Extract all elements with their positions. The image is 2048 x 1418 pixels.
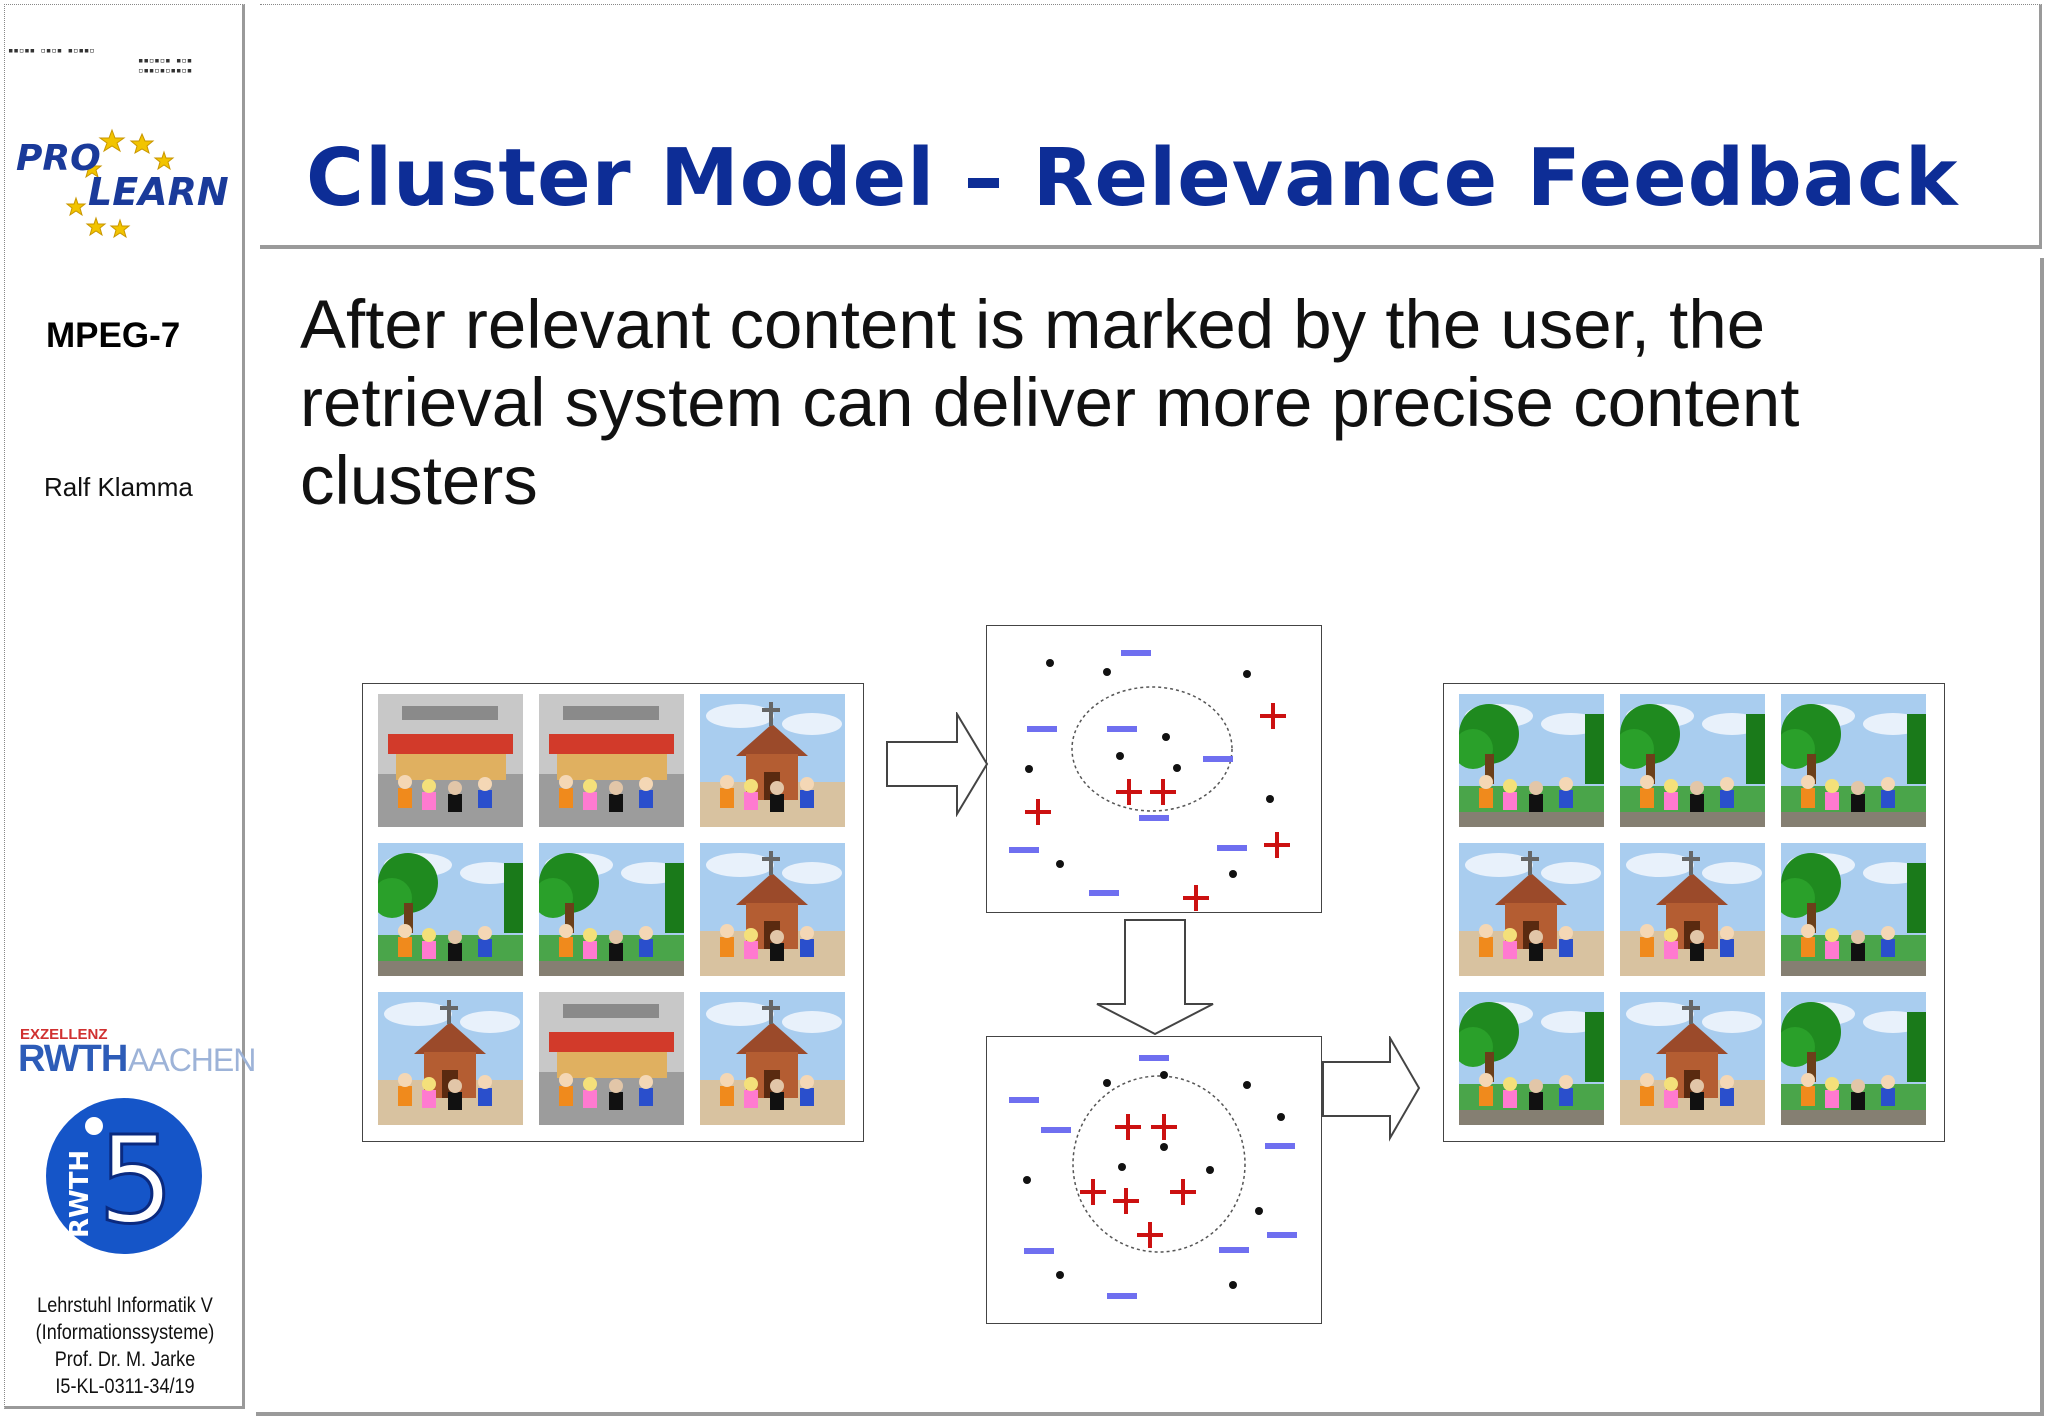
rwth-exzellenz-label: EXZELLENZ <box>20 1026 108 1043</box>
slide-body-text: After relevant content is marked by the … <box>300 286 1800 519</box>
image-thumbnail-market <box>378 694 523 827</box>
footer-line-1: Lehrstuhl Informatik V <box>37 1294 213 1317</box>
positive-marks <box>1025 703 1290 911</box>
feedback-cluster-diagram <box>1009 650 1290 911</box>
feedback-cluster-panel <box>986 625 1322 913</box>
i5-rwth-label: RWTH <box>65 1150 95 1238</box>
image-thumbnail-park <box>378 843 523 976</box>
image-thumbnail-park <box>1781 992 1926 1125</box>
negative-marks <box>1009 650 1247 896</box>
cluster-boundary <box>1072 1075 1246 1253</box>
i5-logo: 5 RWTH <box>44 1096 204 1256</box>
image-thumbnail-church <box>700 843 845 976</box>
refined-cluster-diagram <box>1009 1055 1297 1299</box>
footer-line-4: I5-KL-0311-34/19 <box>55 1375 195 1398</box>
arrow-down <box>1096 919 1214 1036</box>
i5-number: 5 <box>98 1112 174 1251</box>
footer-line-3: Prof. Dr. M. Jarke <box>54 1348 196 1371</box>
rwth-logo-aachen: AACHEN <box>128 1042 256 1078</box>
initial-results-panel <box>362 683 864 1142</box>
image-thumbnail-church <box>1459 843 1604 976</box>
slide-title: Cluster Model – Relevance Feedback <box>306 132 1959 224</box>
arrow-right-2 <box>1322 1036 1421 1142</box>
chair-footer: Lehrstuhl Informatik V (Informationssyst… <box>10 1292 240 1400</box>
cluster-boundary <box>1071 686 1233 812</box>
refined-results-panel <box>1443 683 1945 1142</box>
title-frame <box>260 4 2042 249</box>
image-thumbnail-church <box>378 992 523 1125</box>
footer-line-2: (Informationssysteme) <box>35 1321 215 1344</box>
topic-label: MPEG-7 <box>46 316 181 355</box>
author-label: Ralf Klamma <box>44 472 193 502</box>
image-thumbnail-park <box>1459 992 1604 1125</box>
rwth-logo-word: RWTH <box>18 1038 128 1080</box>
unmarked-dots <box>1025 659 1274 878</box>
image-thumbnail-church <box>700 694 845 827</box>
content-frame <box>256 258 2044 1416</box>
image-thumbnail-park <box>1781 843 1926 976</box>
image-thumbnail-church <box>1620 843 1765 976</box>
arrow-right-1 <box>886 712 989 817</box>
image-thumbnail-market <box>539 992 684 1125</box>
unmarked-dots <box>1023 1071 1285 1289</box>
refined-cluster-panel <box>986 1036 1322 1324</box>
positive-marks <box>1080 1114 1196 1248</box>
prolearn-logo-learn: LEARN <box>88 170 229 214</box>
image-thumbnail-park <box>1620 694 1765 827</box>
image-thumbnail-park <box>1459 694 1604 827</box>
header-noise-decoration: ▪▪▫▪▪ ▫▪▫▪ ▪▫▪▪▫ ▪▪▫▪▫▪ ▪▫▪ ▫▪▪▫▪▫▪▪▫▪ <box>8 46 193 76</box>
star-icon <box>65 128 175 239</box>
image-thumbnail-church <box>700 992 845 1125</box>
image-thumbnail-church <box>1620 992 1765 1125</box>
prolearn-logo-pro: PRO <box>16 138 101 179</box>
prolearn-logo <box>14 120 234 240</box>
image-thumbnail-park <box>1781 694 1926 827</box>
image-thumbnail-market <box>539 694 684 827</box>
image-thumbnail-park <box>539 843 684 976</box>
negative-marks <box>1009 1055 1297 1299</box>
